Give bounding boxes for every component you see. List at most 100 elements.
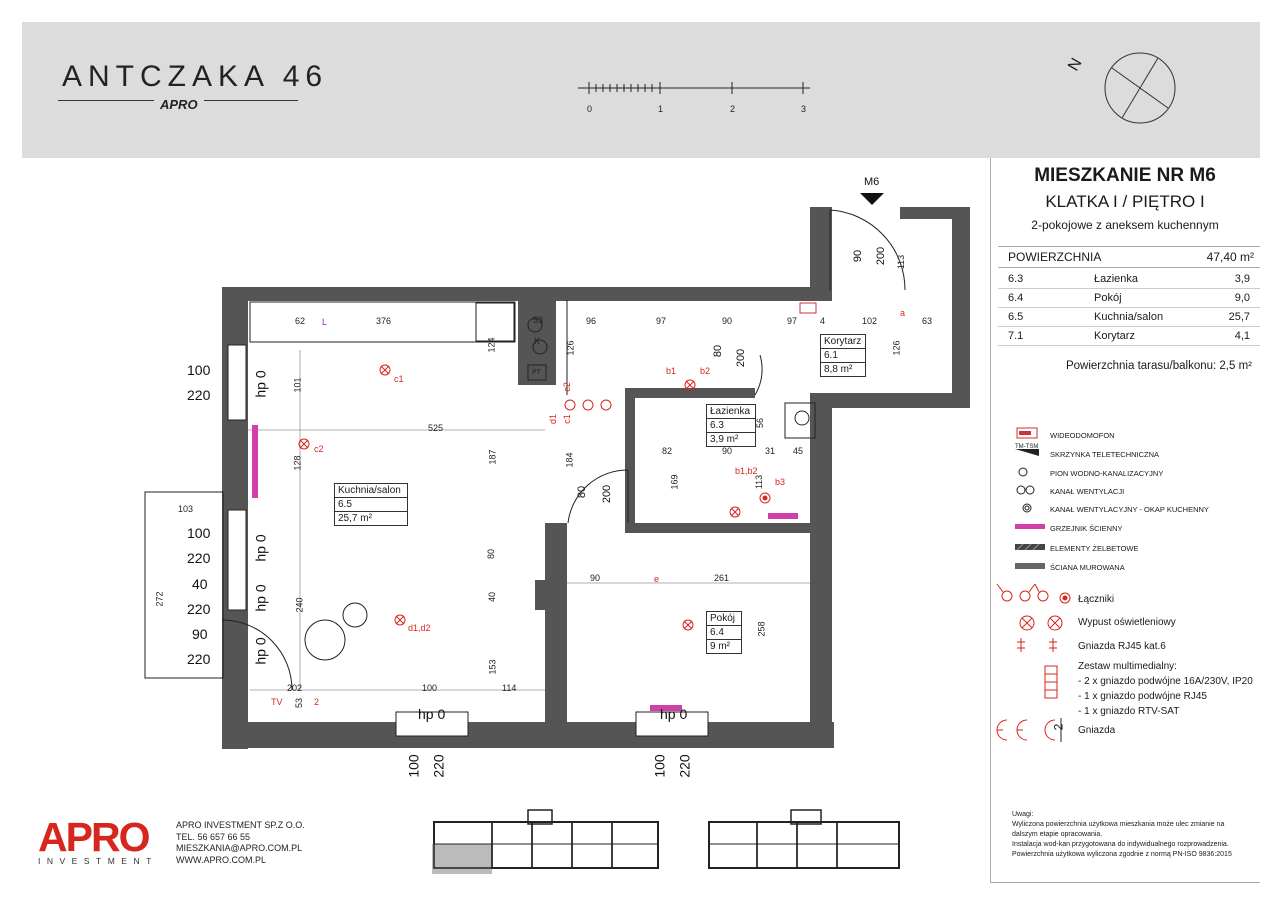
room-area: 4,1 xyxy=(1234,330,1250,342)
window-hp: hp 0 xyxy=(252,637,269,665)
dimension: 96 xyxy=(586,316,597,326)
masonry-wall-icon xyxy=(1015,563,1045,569)
dimension: 525 xyxy=(428,423,444,433)
dimension: 113 xyxy=(754,474,765,490)
room-box-no: 6.3 xyxy=(707,419,755,433)
window-hp: hp 0 xyxy=(252,534,269,562)
dimension: 187 xyxy=(487,449,498,465)
legend-light: Wypust oświetleniowy xyxy=(1078,617,1176,628)
radiator-icon xyxy=(1015,524,1045,529)
note-line: Powierzchnia użytkowa wyliczona zgodnie … xyxy=(1012,851,1232,858)
dimension: 62 xyxy=(295,316,306,326)
water-pipe-icon xyxy=(1018,467,1028,477)
room-box-living: Kuchnia/salon 6.5 25,7 m² xyxy=(334,483,408,526)
fixture-label: PT xyxy=(532,369,541,376)
fixture-label: c1 xyxy=(561,414,572,424)
dimension: 80 xyxy=(486,548,497,560)
dimension: 200 xyxy=(735,348,748,368)
company-email[interactable]: MIESZKANIA@APRO.COM.PL xyxy=(176,843,303,853)
dimension: 376 xyxy=(376,316,392,326)
room-box-no: 6.5 xyxy=(335,498,407,512)
concrete-icon xyxy=(1015,544,1045,550)
side-bottom-divider xyxy=(990,882,1260,883)
compass-icon xyxy=(1104,52,1176,124)
dimension: 80 xyxy=(712,344,725,358)
fixture-label: b1,b2 xyxy=(735,466,758,476)
dimension: 114 xyxy=(502,683,517,693)
notes: Uwagi: Wyliczona powierzchnia użytkowa m… xyxy=(1012,810,1250,860)
legend-sockets-num: 2 xyxy=(1051,723,1066,731)
room-box-name: Łazienka xyxy=(707,405,755,419)
room-no: 6.5 xyxy=(1008,311,1024,323)
room-box-area: 9 m² xyxy=(710,641,730,652)
dimension: 169 xyxy=(669,474,680,490)
room-box-no: 6.1 xyxy=(821,349,865,363)
dimension: 4 xyxy=(820,316,826,326)
note-line: Wyliczona powierzchnia użytkowa mieszkan… xyxy=(1012,821,1225,828)
key-plan-left xyxy=(432,809,659,874)
fixture-label: 2 xyxy=(314,697,320,707)
brand-small: APRO xyxy=(154,97,204,112)
legend-multimedia-item: - 1 x gniazdo podwójne RJ45 xyxy=(1078,691,1207,702)
dimension: 82 xyxy=(662,446,673,456)
dimension: 90 xyxy=(852,249,865,263)
dimension: 126 xyxy=(565,340,576,356)
scale-label-0: 0 xyxy=(587,104,593,114)
window-width: 90 xyxy=(192,626,208,642)
window-height: 220 xyxy=(676,754,693,778)
window-height: 220 xyxy=(430,754,447,778)
window-height: 220 xyxy=(187,387,211,403)
room-box-area: 8,8 m² xyxy=(824,364,853,375)
window-hp: hp 0 xyxy=(252,370,269,398)
room-area: 25,7 xyxy=(1228,311,1250,323)
room-name: Korytarz xyxy=(1094,330,1135,342)
legend-symbols xyxy=(1015,427,1045,569)
fixture-label: b1 xyxy=(666,366,677,376)
room-box-bathroom: Łazienka 6.3 3,9 m² xyxy=(706,404,756,447)
room-box-bedroom: Pokój 6.4 9 m² xyxy=(706,611,742,654)
dimension: 258 xyxy=(756,621,767,637)
scale-label-3: 3 xyxy=(801,104,807,114)
window-width: 40 xyxy=(192,576,208,592)
window-height: 220 xyxy=(187,601,211,617)
company-web[interactable]: WWW.APRO.COM.PL xyxy=(176,854,266,865)
dimension: 97 xyxy=(787,316,798,326)
window-height: 220 xyxy=(187,651,211,667)
room-no: 6.4 xyxy=(1008,292,1024,304)
dimension: 102 xyxy=(862,316,878,326)
fixture-label: c1 xyxy=(394,374,404,384)
room-box-no: 6.4 xyxy=(707,626,741,640)
fixture-label: TV xyxy=(271,697,283,707)
dimension: 90 xyxy=(590,573,601,583)
apro-logo: APRO xyxy=(38,814,150,860)
intercom-icon xyxy=(1016,427,1038,439)
scale-label-1: 1 xyxy=(658,104,664,114)
legend-multimedia-title: Zestaw multimedialny: xyxy=(1078,661,1177,672)
room-row: 6.3 Łazienka 3,9 xyxy=(998,270,1260,289)
dimension: 97 xyxy=(656,316,667,326)
room-box-name: Korytarz xyxy=(821,335,865,349)
dimension: 45 xyxy=(793,446,804,456)
dimension: 153 xyxy=(487,659,498,675)
dimension: 261 xyxy=(714,573,730,583)
dimension: 40 xyxy=(487,591,498,603)
fixture-label: K xyxy=(534,336,541,346)
terrace-area: Powierzchnia tarasu/balkonu: 2,5 m² xyxy=(1065,360,1252,372)
dimension: 103 xyxy=(178,504,194,514)
note-line: Uwagi: xyxy=(1012,811,1034,818)
dimension: 90 xyxy=(722,446,733,456)
fixture-label: d1 xyxy=(548,413,559,425)
ventilation-icon xyxy=(1016,485,1026,495)
dimension: 200 xyxy=(875,246,888,266)
dimension: 56 xyxy=(755,417,766,429)
room-box-name: Kuchnia/salon xyxy=(335,484,407,498)
apartment-title: MIESZKANIE NR M6 xyxy=(1034,165,1216,186)
window-hp: hp 0 xyxy=(418,706,446,722)
room-area: 9,0 xyxy=(1234,292,1250,304)
area-total: 47,40 m² xyxy=(1206,250,1254,264)
room-row: 6.4 Pokój 9,0 xyxy=(998,289,1260,308)
area-header: POWIERZCHNIA 47,40 m² xyxy=(998,246,1260,268)
room-name: Pokój xyxy=(1094,292,1122,304)
window-hp: hp 0 xyxy=(660,706,688,722)
apartment-subtitle: KLATKA I / PIĘTRO I xyxy=(1045,192,1205,211)
